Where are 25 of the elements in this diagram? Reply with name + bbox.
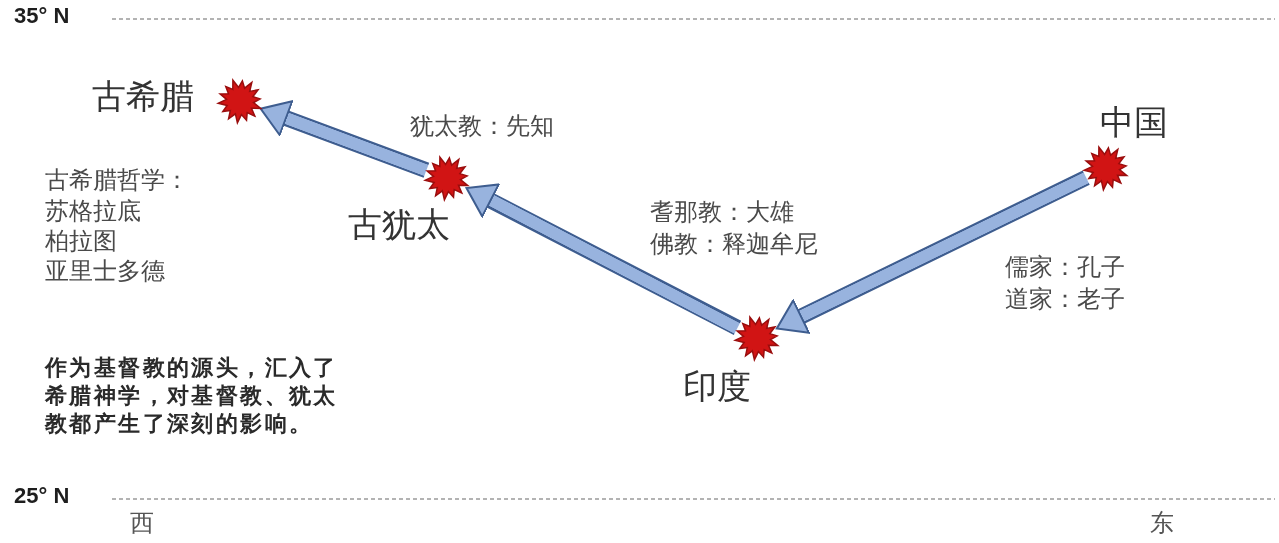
starburst-icon (733, 314, 781, 362)
school-label: 道家：老子 (1005, 286, 1125, 314)
block-arrow (462, 181, 742, 335)
philosopher-name: 柏拉图 (45, 228, 117, 256)
place-name: 印度 (683, 367, 751, 407)
starburst-icon (216, 77, 264, 125)
direction-label: 东 (1150, 510, 1174, 538)
philosophy-heading: 古希腊哲学： (45, 167, 189, 195)
starburst-icon (1082, 144, 1130, 192)
place-name: 古犹太 (348, 205, 450, 245)
place-name: 中国 (1100, 103, 1168, 143)
philosopher-name: 亚里士多德 (45, 258, 165, 286)
block-arrow (773, 170, 1090, 336)
starburst-icon (423, 154, 471, 202)
school-label: 儒家：孔子 (1005, 254, 1125, 282)
direction-label: 西 (130, 510, 154, 538)
place-name: 古希腊 (92, 77, 194, 117)
latitude-label: 35° N (14, 3, 70, 29)
block-arrow (257, 100, 430, 178)
philosopher-name: 苏格拉底 (45, 198, 141, 226)
religion-label: 犹太教：先知 (410, 113, 554, 141)
religion-label: 佛教：释迦牟尼 (650, 231, 818, 259)
religion-label: 耆那教：大雄 (650, 199, 794, 227)
note-text: 作为基督教的源头，汇入了希腊神学，对基督教、犹太教都产生了深刻的影响。 (45, 354, 339, 438)
latitude-label: 25° N (14, 483, 70, 509)
